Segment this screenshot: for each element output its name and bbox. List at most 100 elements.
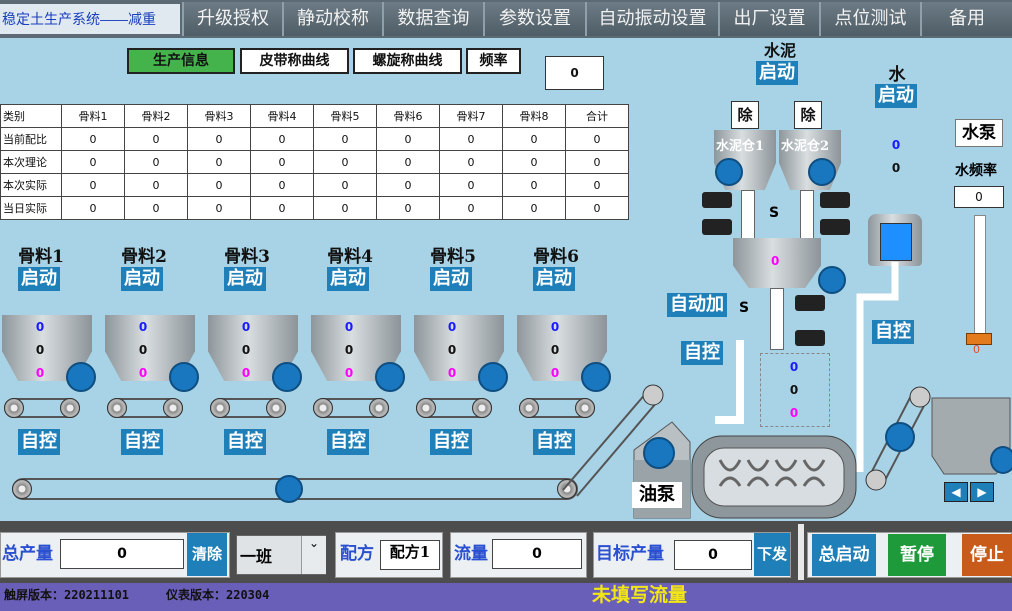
row-label: 当日实际	[0, 196, 62, 220]
aggregate-motor[interactable]	[272, 362, 302, 392]
cement-reading-3: 0	[789, 406, 799, 420]
table-cell: 0	[439, 150, 503, 174]
table-cell: 0	[61, 127, 125, 151]
recipe-field[interactable]: 配方1	[380, 540, 440, 570]
table-cell: 0	[313, 150, 377, 174]
nav-data-query[interactable]: 数据查询	[382, 2, 483, 36]
silo1-motor[interactable]	[715, 158, 743, 186]
water-start-button[interactable]: 启动	[875, 84, 917, 108]
water-pump-label: 水泵	[955, 119, 1003, 147]
tab-belt-scale-curve[interactable]: 皮带称曲线	[240, 48, 349, 74]
vibrator-icon	[795, 295, 825, 311]
aggregate-start-button[interactable]: 启动	[224, 267, 266, 291]
aggregate-auto-control-button[interactable]: 自控	[430, 429, 472, 455]
aggregate-auto-control-button[interactable]: 自控	[327, 429, 369, 455]
aggregate-start-button[interactable]: 启动	[430, 267, 472, 291]
water-freq-input[interactable]: 0	[954, 186, 1004, 208]
aggregate-auto-control-button[interactable]: 自控	[18, 429, 60, 455]
clear-button[interactable]: 清除	[187, 533, 227, 576]
send-button[interactable]: 下发	[754, 533, 790, 576]
aggregate-name: 骨料5	[430, 247, 476, 267]
storage-motor[interactable]	[990, 446, 1012, 474]
nav-param-settings[interactable]: 参数设置	[483, 2, 585, 36]
nav-auto-vibration[interactable]: 自动振动设置	[585, 2, 718, 36]
cement-auto-control-button[interactable]: 自控	[681, 341, 723, 365]
nav-factory-settings[interactable]: 出厂设置	[718, 2, 819, 36]
nav-static-dynamic-calib[interactable]: 静动校称	[282, 2, 382, 36]
aggregate-motor[interactable]	[169, 362, 199, 392]
water-auto-control-button[interactable]: 自控	[872, 320, 914, 344]
left-arrow-button[interactable]: ◀	[944, 482, 968, 502]
table-cell: 0	[124, 127, 188, 151]
conveyor-roller	[557, 479, 577, 499]
table-cell: 0	[250, 127, 314, 151]
aggregate-auto-control-button[interactable]: 自控	[533, 429, 575, 455]
water-freq-slider-track[interactable]	[974, 215, 986, 345]
aggregate-roller	[107, 398, 127, 418]
aggregate-start-button[interactable]: 启动	[121, 267, 163, 291]
flow-field[interactable]: 0	[492, 539, 582, 569]
cement-auto-add-button[interactable]: 自动加	[667, 293, 727, 317]
table-cell: 0	[124, 150, 188, 174]
tab-production-info[interactable]: 生产信息	[127, 48, 235, 74]
table-header-cell: 骨料7	[439, 104, 503, 128]
tab-frequency[interactable]: 频率	[466, 48, 521, 74]
table-cell: 0	[565, 127, 629, 151]
oil-pump-label: 油泵	[632, 482, 682, 508]
nav-upgrade-auth[interactable]: 升级授权	[182, 2, 282, 36]
aggregate-motor[interactable]	[478, 362, 508, 392]
chevron-down-icon[interactable]: ⌄	[301, 536, 326, 574]
tab-screw-scale-curve[interactable]: 螺旋称曲线	[353, 48, 462, 74]
aggregate-value-2: 0	[550, 343, 560, 357]
aggregate-value-3: 0	[550, 366, 560, 380]
discharge-motor[interactable]	[885, 422, 915, 452]
cement-readout-box	[760, 353, 830, 427]
aggregate-start-button[interactable]: 启动	[18, 267, 60, 291]
start-all-button[interactable]: 总启动	[812, 534, 876, 576]
status-bar	[0, 583, 1012, 611]
cement-feed-pipe	[770, 288, 784, 350]
total-output-field[interactable]: 0	[60, 539, 184, 569]
silo1-remove-button[interactable]: 除	[731, 101, 759, 129]
table-cell: 0	[250, 150, 314, 174]
nav-backup[interactable]: 备用	[920, 2, 1012, 36]
silo2-motor[interactable]	[808, 158, 836, 186]
aggregate-value-1: 0	[241, 320, 251, 334]
right-arrow-button[interactable]: ▶	[970, 482, 994, 502]
table-cell: 0	[376, 150, 440, 174]
water-value-2: 0	[891, 161, 901, 175]
table-cell: 0	[61, 173, 125, 197]
target-output-field[interactable]: 0	[674, 540, 752, 570]
target-output-label: 目标产量	[596, 544, 664, 564]
aggregate-motor[interactable]	[375, 362, 405, 392]
stop-button[interactable]: 停止	[962, 534, 1012, 576]
nav-point-test[interactable]: 点位测试	[819, 2, 920, 36]
aggregate-motor[interactable]	[581, 362, 611, 392]
aggregate-name: 骨料1	[18, 247, 64, 267]
table-header-cell: 骨料5	[313, 104, 377, 128]
oil-pump-motor[interactable]	[643, 437, 675, 469]
water-pipe	[856, 262, 899, 472]
aggregate-start-button[interactable]: 启动	[533, 267, 575, 291]
table-row: 本次理论 0 0 0 0 0 0 0 0 0	[0, 150, 629, 174]
table-header-row: 类别 骨料1 骨料2 骨料3 骨料4 骨料5 骨料6 骨料7 骨料8 合计	[0, 104, 629, 128]
aggregate-roller	[575, 398, 595, 418]
main-conveyor-motor[interactable]	[275, 475, 303, 503]
aggregate-start-button[interactable]: 启动	[327, 267, 369, 291]
water-level	[880, 223, 912, 261]
water-freq-slider-handle[interactable]	[966, 333, 992, 345]
aggregate-auto-control-button[interactable]: 自控	[121, 429, 163, 455]
aggregate-auto-control-button[interactable]: 自控	[224, 429, 266, 455]
cement-start-button[interactable]: 启动	[756, 61, 798, 85]
silo2-remove-button[interactable]: 除	[794, 101, 822, 129]
cement-hopper-motor[interactable]	[818, 266, 846, 294]
aggregate-motor[interactable]	[66, 362, 96, 392]
pause-button[interactable]: 暂停	[888, 534, 946, 576]
table-cell: 0	[187, 150, 251, 174]
aggregate-value-3: 0	[35, 366, 45, 380]
production-table: 类别 骨料1 骨料2 骨料3 骨料4 骨料5 骨料6 骨料7 骨料8 合计 当前…	[0, 104, 629, 220]
table-row: 当前配比 0 0 0 0 0 0 0 0 0	[0, 127, 629, 151]
table-header-cell: 骨料8	[502, 104, 566, 128]
aggregate-value-3: 0	[138, 366, 148, 380]
row-label: 当前配比	[0, 127, 62, 151]
